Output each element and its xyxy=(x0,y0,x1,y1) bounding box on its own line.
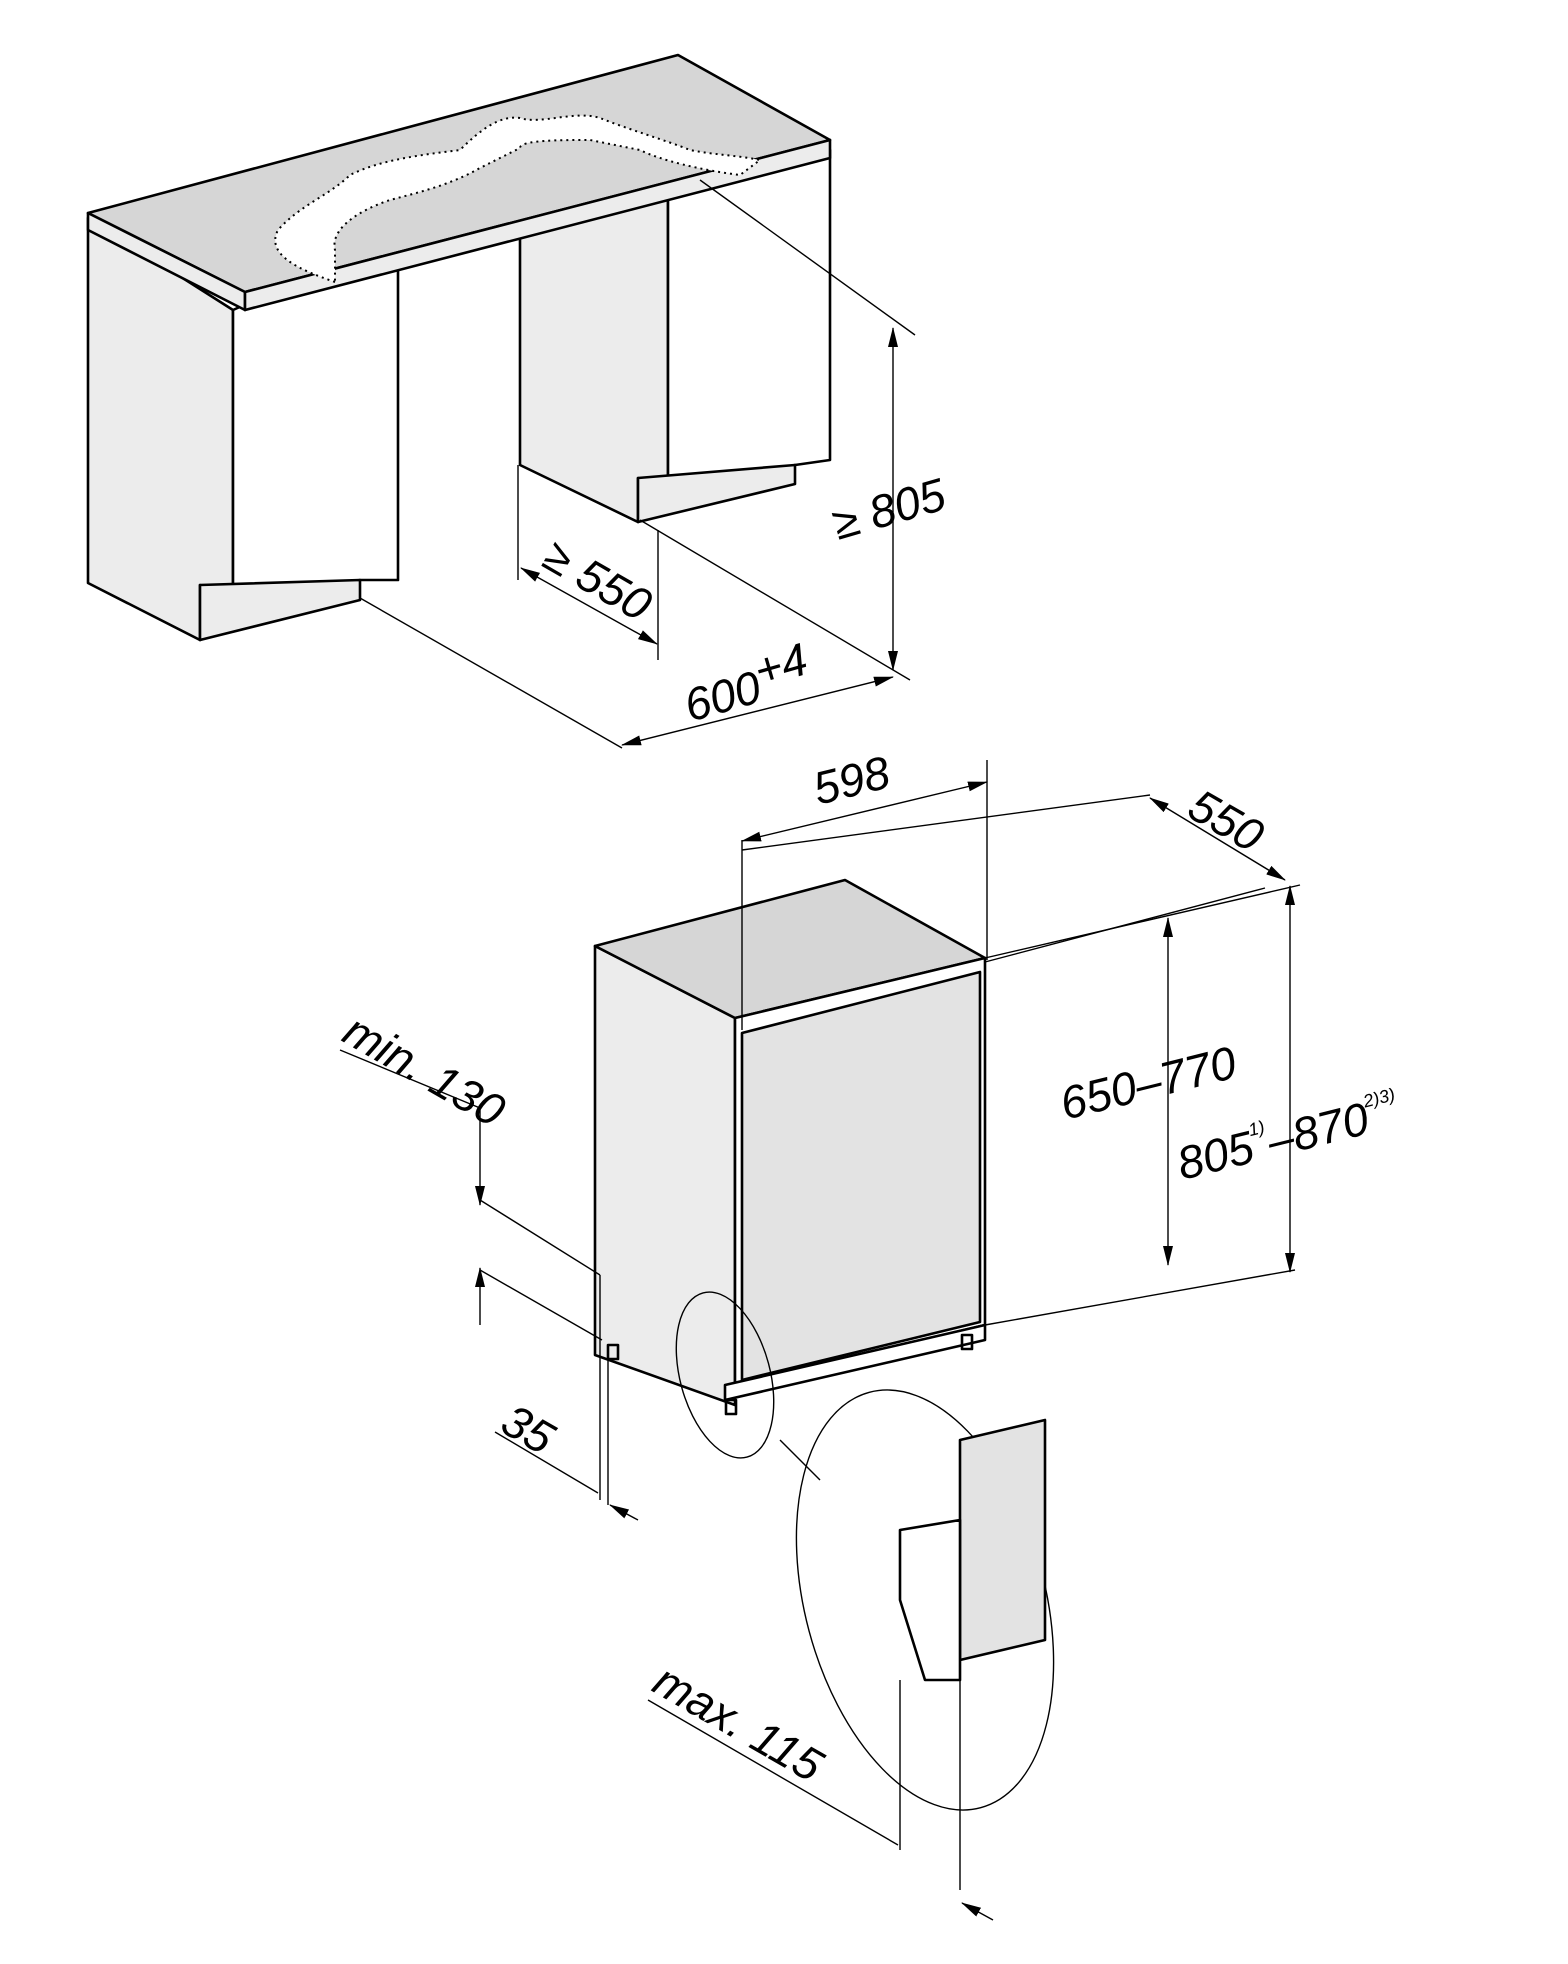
worktop-cutout xyxy=(274,114,763,284)
installation-niche xyxy=(86,53,916,749)
height-max-note: 2)3) xyxy=(1360,1084,1397,1111)
plinth-height-label: min. 130 xyxy=(335,1004,514,1137)
detail-zoom xyxy=(795,1389,1055,1890)
appliance-base xyxy=(723,1323,987,1402)
offset-arrow xyxy=(961,1902,994,1921)
niche-width-line xyxy=(621,676,894,746)
width-598-label: 598 xyxy=(808,746,895,815)
left-cabinet-plinth xyxy=(198,578,362,642)
total-height-label: 8051)–8702)3) xyxy=(1172,1084,1405,1189)
detail-niche xyxy=(898,1518,962,1682)
appliance-door xyxy=(740,970,982,1382)
height-min-value: 805 xyxy=(1172,1121,1259,1190)
depth-550-line xyxy=(1149,797,1286,881)
depth-550-label: 550 xyxy=(1180,779,1273,863)
right-cabinet-plinth xyxy=(636,463,797,524)
niche-height-label: ≥ 805 xyxy=(826,468,951,550)
dishwasher-appliance xyxy=(593,878,987,1481)
height-max-value: –870 xyxy=(1261,1092,1374,1168)
plinth-depth-arrow xyxy=(609,1504,639,1521)
left-cabinet-front xyxy=(231,260,400,605)
worktop-edge-right xyxy=(243,138,832,312)
width-598-line xyxy=(741,781,988,842)
offset-label: max. 115 xyxy=(645,1654,832,1792)
appliance-dimension-lines xyxy=(339,760,1301,1921)
foot-3 xyxy=(960,1333,974,1351)
niche-depth-line xyxy=(520,567,658,645)
appliance-side xyxy=(593,944,737,1407)
niche-width-value: 600 xyxy=(678,660,767,731)
plinth-depth-label: 35 xyxy=(493,1394,564,1465)
detail-marker xyxy=(675,1291,775,1459)
door-height-label: 650–770 xyxy=(1055,1036,1242,1130)
detail-door xyxy=(958,1418,1047,1662)
niche-width-label: 600+4 xyxy=(675,633,817,732)
niche-depth-label: ≥ 550 xyxy=(535,529,661,632)
foot-2 xyxy=(724,1398,738,1416)
right-cabinet-front xyxy=(666,148,832,494)
foot-1 xyxy=(606,1343,620,1361)
height-min-note: 1) xyxy=(1246,1117,1266,1140)
